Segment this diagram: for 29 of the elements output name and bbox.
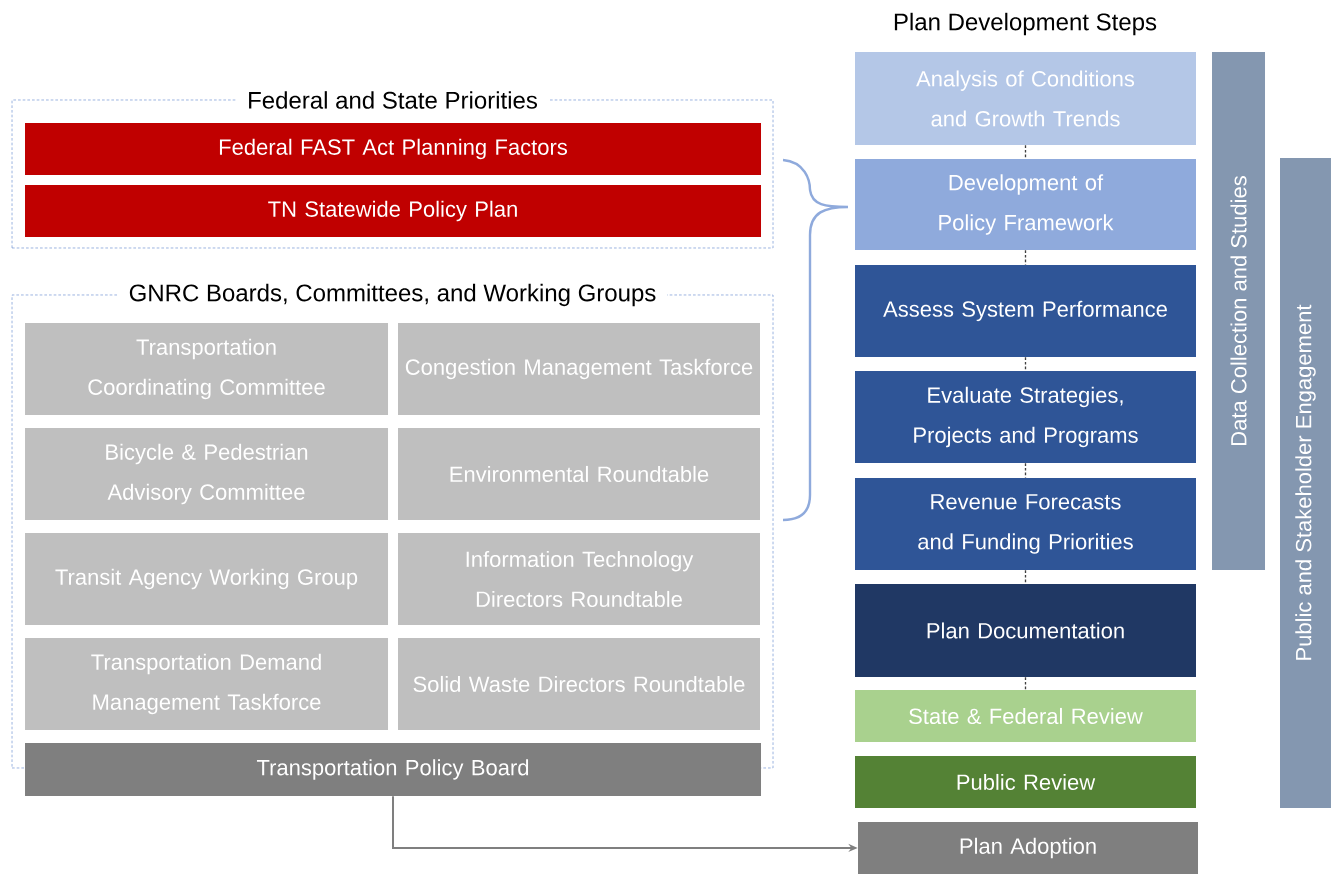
- step-box: Analysis of Conditions and Growth Trends: [855, 52, 1196, 145]
- step-box: Transportation Demand Management Taskforce: [25, 638, 388, 730]
- step-box: Information Technology Directors Roundtable: [398, 533, 760, 625]
- connector-line: [1024, 356, 1027, 372]
- step-box: Development of Policy Framework: [855, 159, 1196, 250]
- connector-line: [1024, 676, 1027, 691]
- connector-line: [1024, 569, 1027, 585]
- step-box: Bicycle & Pedestrian Advisory Committee: [25, 428, 388, 520]
- column-heading: Plan Development Steps: [894, 12, 1157, 36]
- step-box: Plan Adoption: [858, 822, 1198, 874]
- vertical-bar: Data Collection and Studies: [1212, 52, 1265, 570]
- connector-line: [1024, 144, 1027, 160]
- step-box: TN Statewide Policy Plan: [25, 185, 761, 237]
- vertical-bar: Public and Stakeholder Engagement: [1280, 158, 1331, 808]
- step-box: Transportation Coordinating Committee: [25, 323, 388, 415]
- step-box: Plan Documentation: [855, 584, 1196, 677]
- step-box: Congestion Management Taskforce: [398, 323, 760, 415]
- connector-line: [1024, 249, 1027, 266]
- step-box: Assess System Performance: [855, 265, 1196, 357]
- step-box: Environmental Roundtable: [398, 428, 760, 520]
- step-box: Solid Waste Directors Roundtable: [398, 638, 760, 730]
- connector-line: [1024, 462, 1027, 479]
- step-box: Public Review: [855, 756, 1196, 808]
- step-box: State & Federal Review: [855, 690, 1196, 742]
- step-box: Revenue Forecasts and Funding Priorities: [855, 478, 1196, 570]
- step-box: Transit Agency Working Group: [25, 533, 388, 625]
- step-box: Transportation Policy Board: [25, 743, 761, 796]
- step-box: Federal FAST Act Planning Factors: [25, 123, 761, 175]
- step-box: Evaluate Strategies, Projects and Programs: [855, 371, 1196, 463]
